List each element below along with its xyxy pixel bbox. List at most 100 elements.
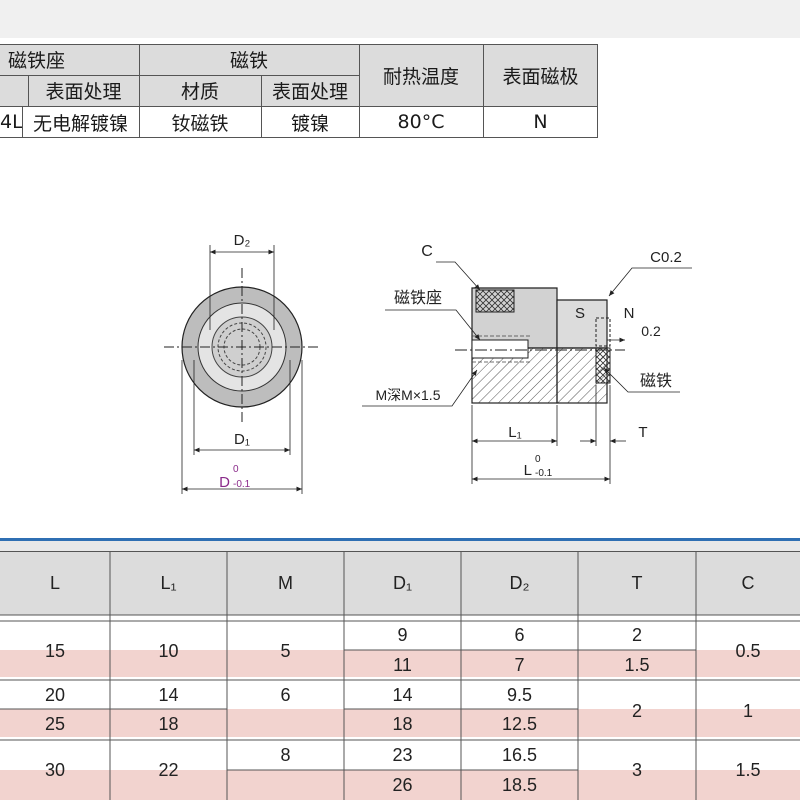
leader-c	[436, 261, 481, 291]
header-surface-pole: 表面磁极	[502, 65, 579, 88]
cell-l: 15	[44, 640, 66, 661]
value-seat-surface: 无电解镀镍	[32, 112, 128, 135]
label-d-tol-lower: -0.1	[233, 479, 251, 490]
cell-c: 1	[742, 700, 753, 721]
leader-thread	[362, 369, 478, 407]
col-header-l1: L₁	[160, 573, 177, 593]
row-band-pink	[0, 709, 800, 737]
label-t: T	[638, 424, 647, 441]
grid-line	[139, 44, 140, 137]
subheader-magnet-surface: 表面处理	[271, 81, 348, 103]
value-seat-material: 4L	[0, 111, 22, 133]
subheader-seat-surface: 表面处理	[45, 81, 122, 103]
value-magnet-surface: 镀镍	[290, 112, 329, 135]
thread-bore	[471, 339, 529, 359]
cell-m: 8	[280, 744, 291, 765]
grid-line	[0, 75, 359, 76]
value-temperature: 80°C	[397, 111, 445, 133]
leader-magnet	[603, 367, 680, 393]
grid-line	[261, 75, 262, 137]
label-magnet: 磁铁	[640, 372, 672, 390]
cell-c: 1.5	[735, 760, 761, 780]
cell-t: 2	[631, 625, 642, 645]
col-header-d1: D₁	[392, 573, 413, 593]
knurl-area	[475, 289, 515, 313]
cell-t: 2	[631, 700, 642, 721]
cell-d2: 7	[514, 654, 525, 675]
cell-d1: 11	[393, 654, 412, 675]
cell-m: 5	[280, 640, 291, 661]
cell-t: 1.5	[624, 654, 650, 675]
cell-d2: 16.5	[501, 744, 538, 765]
label-n-offset: 0.2	[641, 323, 661, 339]
cell-m: 6	[280, 684, 291, 705]
row-band-pink	[0, 650, 800, 677]
leader-seat	[385, 309, 481, 341]
magnet-hidden	[595, 317, 611, 347]
header-heat-resistance: 耐热温度	[382, 65, 459, 88]
value-pole: N	[533, 111, 548, 133]
spec-value-bg	[0, 106, 598, 138]
label-c02: C0.2	[650, 249, 682, 266]
cell-l: 20	[44, 684, 66, 705]
col-header-l: L	[49, 573, 60, 593]
cell-d2: 12.5	[501, 713, 538, 734]
col-header-d2: D₂	[509, 573, 530, 593]
front-view	[164, 245, 320, 494]
leader-c02	[608, 267, 692, 297]
grid-line	[483, 44, 484, 137]
magnet-section	[595, 347, 611, 384]
cell-l1: 18	[158, 713, 179, 734]
side-view	[362, 261, 692, 484]
grid-line	[22, 106, 23, 137]
cell-d1: 14	[392, 684, 413, 705]
label-l1: L₁	[508, 424, 521, 441]
col-header-t: T	[631, 573, 643, 593]
cell-d1: 26	[392, 775, 413, 795]
col-header-m: M	[278, 573, 293, 593]
cell-l1: 22	[158, 760, 179, 780]
cell-d2: 9.5	[506, 684, 533, 705]
label-l-tol-lower: -0.1	[535, 468, 553, 479]
cell-t: 3	[631, 760, 642, 780]
cell-l1: 10	[158, 640, 179, 661]
cell-d1: 18	[392, 713, 413, 734]
divider-gap	[0, 541, 800, 551]
cell-d2: 18.5	[501, 775, 538, 795]
subheader-magnet-material: 材质	[180, 81, 219, 103]
label-l-tol-upper: 0	[535, 454, 541, 465]
label-d: D	[219, 474, 230, 491]
label-n: N	[624, 305, 635, 322]
grid-line	[597, 44, 598, 137]
label-d-tol-upper: 0	[233, 464, 239, 475]
cell-c: 0.5	[735, 640, 761, 661]
section-divider	[0, 538, 800, 541]
cell-d1: 9	[397, 625, 408, 645]
header-magnet-seat: 磁铁座	[8, 50, 66, 72]
grid-line	[0, 106, 598, 107]
cell-l1: 14	[158, 684, 179, 705]
label-d2: D₂	[234, 232, 251, 249]
grid-line	[0, 44, 598, 45]
top-strip	[0, 0, 800, 38]
grid-line	[0, 551, 800, 552]
row-band-pink	[0, 770, 800, 800]
label-d1: D₁	[234, 431, 250, 448]
label-thread: M深M×1.5	[376, 387, 441, 403]
cell-l: 25	[44, 713, 66, 734]
header-magnet: 磁铁	[229, 50, 268, 72]
label-seat: 磁铁座	[394, 289, 442, 307]
cell-d1: 23	[392, 744, 413, 765]
label-c: C	[421, 243, 433, 260]
dims-grid	[0, 552, 800, 800]
grid-line	[0, 137, 598, 138]
cell-l: 30	[44, 760, 66, 780]
label-s: S	[575, 305, 585, 322]
cell-d2: 6	[514, 625, 525, 645]
technical-drawing: D₂ D₁ D 0 -0.1 C C0.2 磁铁座 S N 0.2 M深M×1.…	[164, 232, 692, 494]
grid-line	[28, 75, 29, 106]
label-l: L	[524, 462, 532, 479]
value-magnet-material: 钕磁铁	[171, 112, 229, 135]
grid-line	[359, 44, 360, 137]
dims-header-bg	[0, 552, 800, 615]
